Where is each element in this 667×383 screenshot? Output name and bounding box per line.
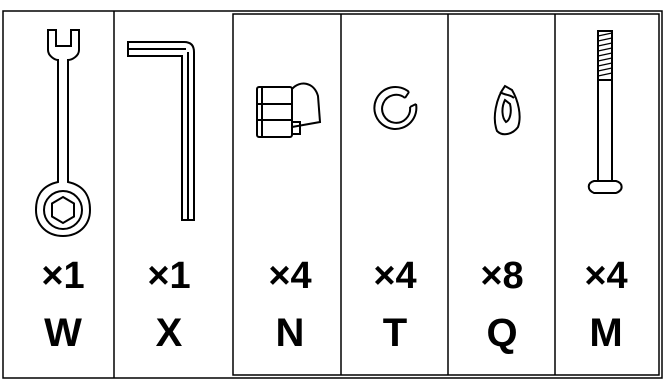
part-code-q: Q bbox=[486, 311, 517, 355]
part-code-m: M bbox=[589, 311, 622, 355]
part-code-x: X bbox=[156, 311, 183, 355]
bolt-thread-lines bbox=[598, 33, 612, 76]
spring-washer-icon bbox=[495, 86, 520, 134]
hex-key-icon bbox=[128, 42, 194, 220]
outer-frame bbox=[3, 11, 662, 378]
part-code-w: W bbox=[44, 311, 82, 355]
quantity-label-q: ×8 bbox=[480, 255, 523, 297]
cap-nut-icon bbox=[257, 84, 320, 137]
quantity-label-w: ×1 bbox=[41, 255, 84, 297]
quantity-label-n: ×4 bbox=[268, 255, 311, 297]
quantity-label-m: ×4 bbox=[584, 255, 627, 297]
lock-washer-icon bbox=[374, 87, 416, 129]
quantity-label-t: ×4 bbox=[373, 255, 416, 297]
bolt-icon bbox=[589, 31, 622, 193]
quantity-label-x: ×1 bbox=[147, 255, 190, 297]
part-code-n: N bbox=[276, 311, 305, 355]
wrench-icon bbox=[36, 30, 90, 236]
part-code-t: T bbox=[383, 311, 407, 355]
